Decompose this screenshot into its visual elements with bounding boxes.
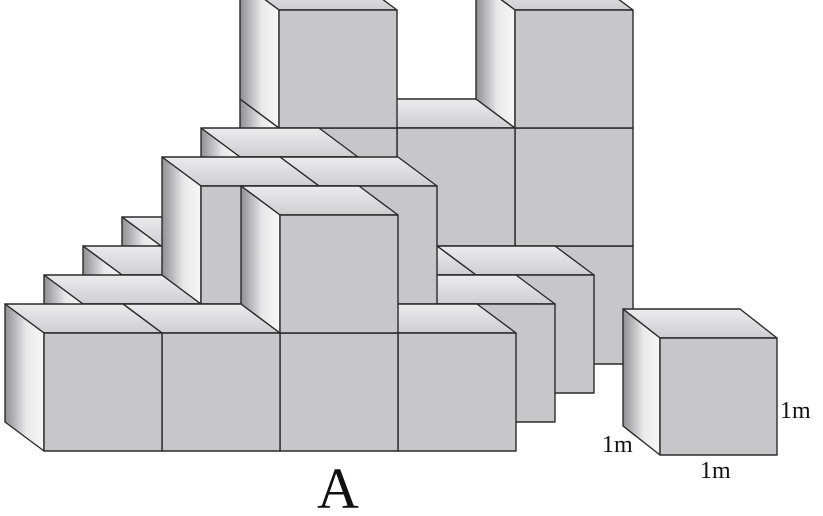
cube-front-face (279, 332, 399, 452)
cube-front-face (514, 9, 634, 129)
cube (239, 0, 398, 129)
cube (4, 303, 163, 452)
cube-front-face (397, 332, 517, 452)
cube-structure-a (4, 0, 634, 452)
cube-front-face (514, 127, 634, 247)
cube-front-face (278, 9, 398, 129)
cube (475, 0, 634, 129)
unit-height-label: 1m (780, 398, 811, 424)
unit-depth-label: 1m (602, 432, 633, 458)
cube-front-face (43, 332, 163, 452)
unit-width-label: 1m (700, 458, 731, 484)
cube-front-face (659, 337, 778, 456)
unit-cube-body (622, 308, 778, 456)
unit-cube (622, 308, 778, 456)
cube-front-face (279, 214, 399, 334)
cube-front-face (161, 332, 281, 452)
structure-label: A (317, 456, 359, 516)
cube (240, 185, 399, 334)
